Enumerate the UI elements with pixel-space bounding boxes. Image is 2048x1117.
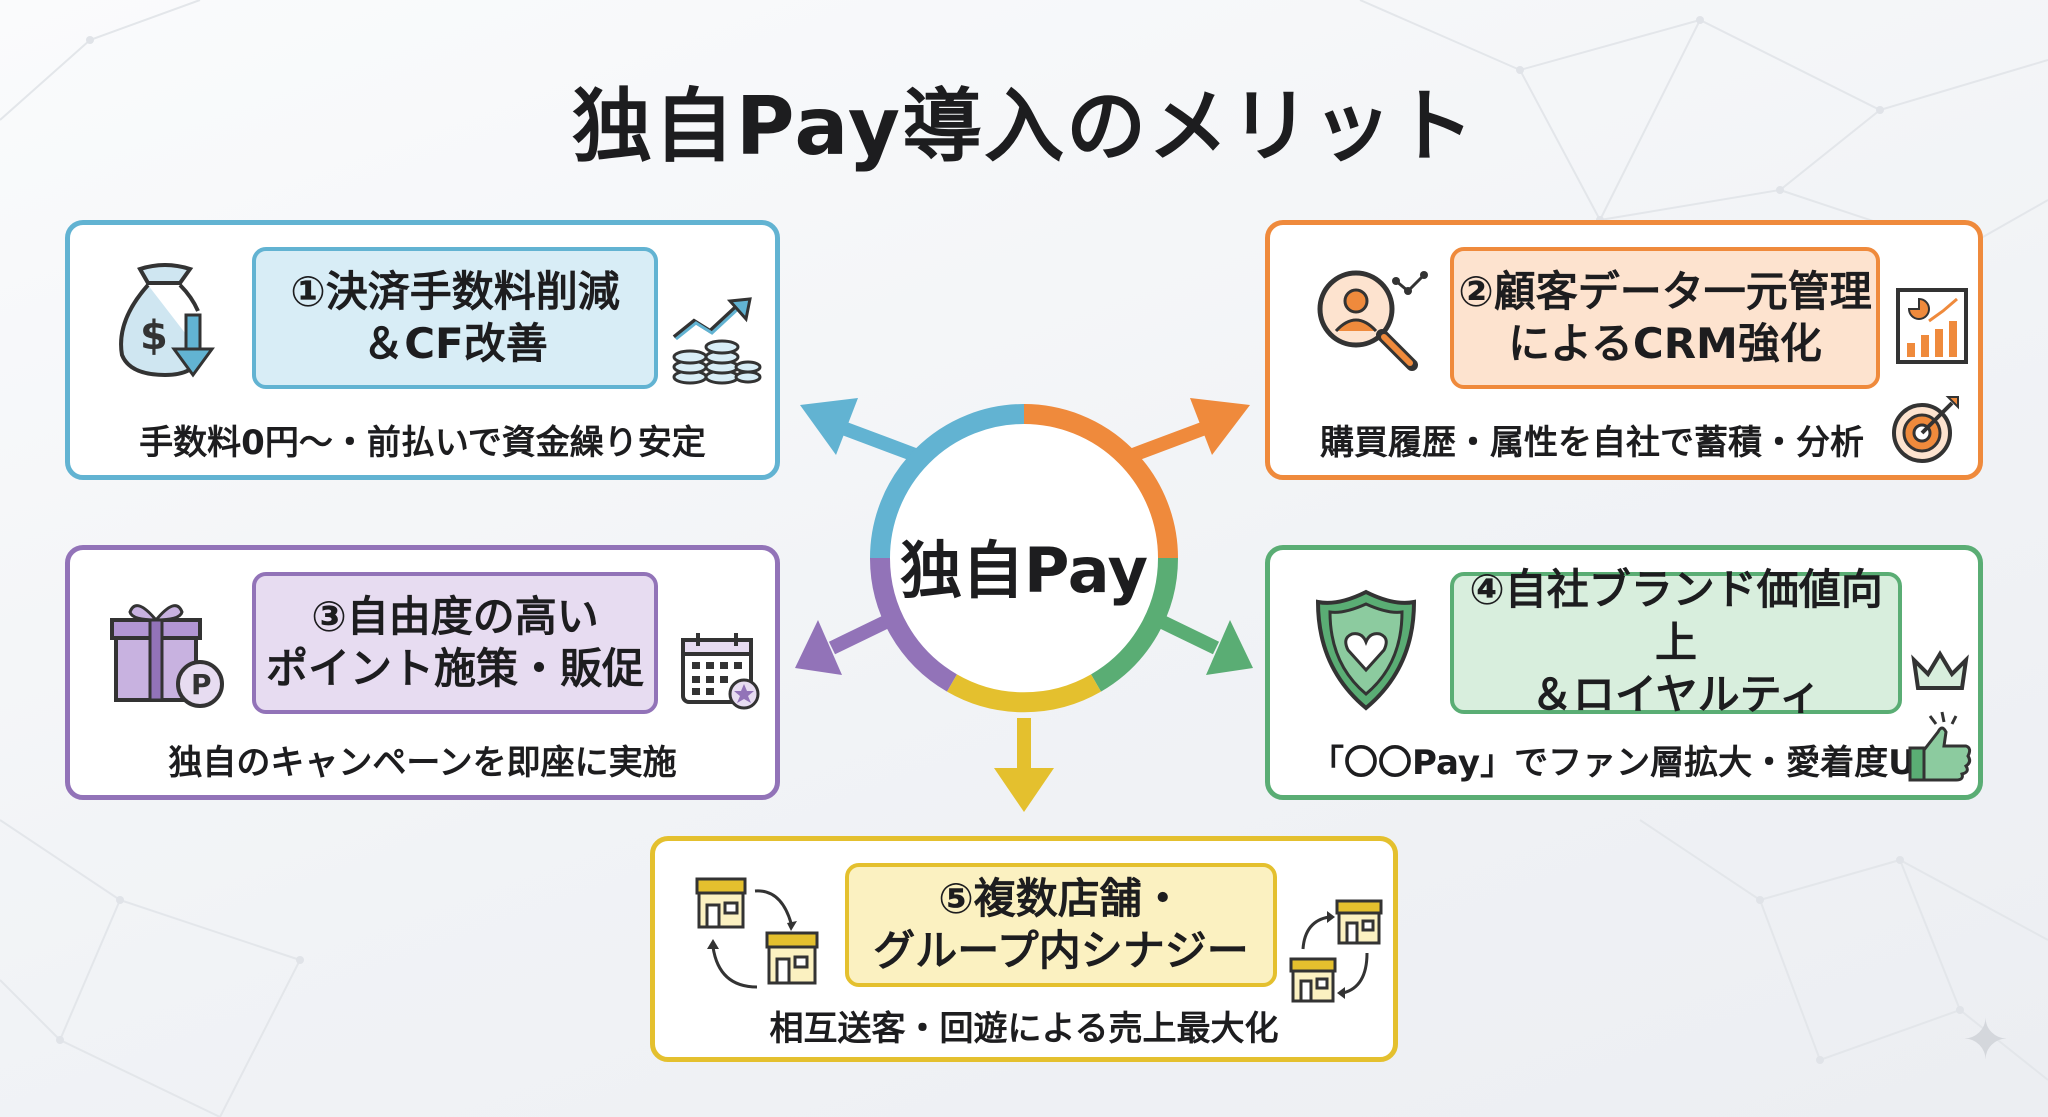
sparkle-icon: ✦ [1962, 1008, 2009, 1073]
stores-cycle-icon [1289, 899, 1383, 1003]
arrow-to-card1 [800, 398, 858, 455]
arrow-to-card3 [795, 620, 842, 675]
card-heading: ⑤複数店舗・ グループ内シナジー [845, 863, 1277, 987]
shield-heart-icon [1315, 589, 1417, 711]
card-heading: ①決済手数料削減 ＆CF改善 [252, 247, 658, 389]
card-description: 手数料0円〜・前払いで資金繰り安定 [139, 423, 706, 463]
card-crm: ②顧客データ一元管理 によるCRM強化 購買履歴・属性を自社で蓄積・分析 [1265, 220, 1983, 480]
card-description: 相互送客・回遊による売上最大化 [769, 1009, 1279, 1049]
thumbs-up-icon [1908, 711, 1972, 782]
card-description: 購買履歴・属性を自社で蓄積・分析 [1320, 423, 1864, 463]
card-description: 独自のキャンペーンを即座に実施 [168, 743, 677, 783]
card-point-campaign: ③自由度の高い ポイント施策・販促 独自のキャンペーンを即座に実施 P [65, 545, 780, 800]
card-heading: ②顧客データ一元管理 によるCRM強化 [1450, 247, 1880, 389]
card-heading: ③自由度の高い ポイント施策・販促 [252, 572, 658, 714]
card-multi-store: ⑤複数店舗・ グループ内シナジー 相互送客・回遊による売上最大化 [650, 836, 1398, 1062]
svg-text:$: $ [140, 313, 168, 359]
arrow-to-card2 [1190, 398, 1250, 455]
target-icon [1892, 396, 1959, 463]
crown-icon [1911, 650, 1969, 690]
card-fee-reduction: ①決済手数料削減 ＆CF改善 手数料0円〜・前払いで資金繰り安定 $ [65, 220, 780, 480]
svg-text:P: P [191, 668, 212, 701]
card-description: 「〇〇Pay」でファン層拡大・愛着度UP [1310, 743, 1941, 783]
hub-ring [869, 404, 1179, 713]
card-heading: ④自社ブランド価値向上 ＆ロイヤルティ [1450, 565, 1902, 719]
hub-label: 独自Pay [899, 534, 1149, 607]
money-bag-icon: $ [119, 263, 215, 378]
page-title: 独自Pay導入のメリット [571, 80, 1477, 173]
arrow-to-card5 [994, 768, 1054, 812]
card-brand-loyalty: ④自社ブランド価値向上 ＆ロイヤルティ 「〇〇Pay」でファン層拡大・愛着度UP [1265, 545, 1983, 800]
arrow-to-card4 [1206, 620, 1253, 675]
stores-cycle-icon [695, 877, 819, 989]
chart-report-icon [1896, 288, 1968, 364]
calendar-icon [681, 633, 760, 710]
growth-coins-icon [672, 297, 762, 385]
magnifier-user-icon [1317, 270, 1428, 371]
gift-point-icon: P [110, 604, 224, 708]
